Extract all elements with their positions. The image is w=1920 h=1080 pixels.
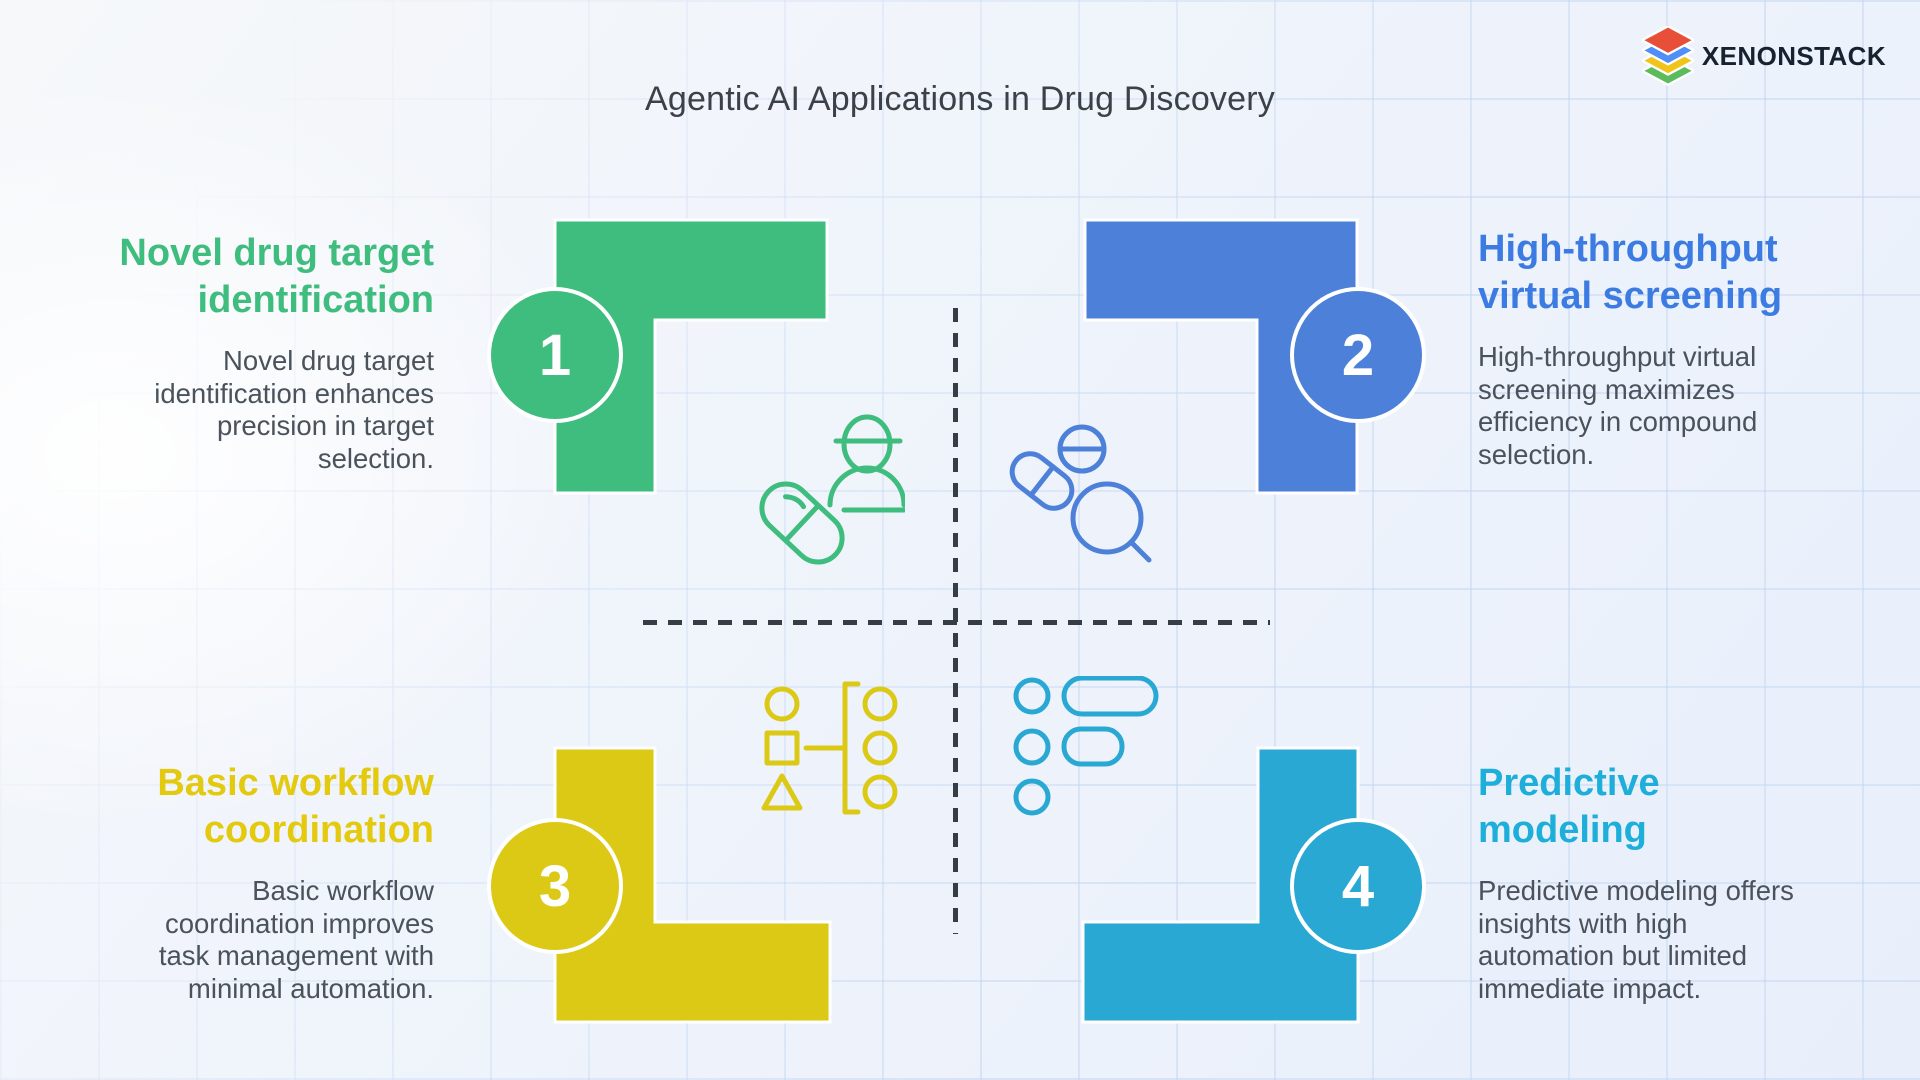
xenonstack-logo: XENONSTACK [1641, 26, 1886, 86]
quadrant-1-text: Novel drug target identification Novel d… [86, 230, 434, 475]
quadrant-1-description: Novel drug target identification enhance… [154, 345, 434, 474]
step-4-badge: 4 [1290, 818, 1426, 954]
step-4-number: 4 [1341, 853, 1375, 919]
step-2-badge: 2 [1290, 287, 1426, 423]
quadrant-3-heading: Basic workflow coordination [157, 762, 434, 852]
quadrant-2-text: High-throughput virtual screening High-t… [1478, 226, 1826, 471]
quadrant-3-text: Basic workflow coordination Basic workfl… [86, 760, 434, 1005]
vertical-dashed-divider [953, 308, 958, 934]
step-1-badge: 1 [487, 287, 623, 423]
quadrant-2-description: High-throughput virtual screening maximi… [1478, 341, 1758, 470]
page-title: Agentic AI Applications in Drug Discover… [645, 80, 1275, 118]
workflow-shapes-icon [761, 681, 898, 815]
quadrant-3-description: Basic workflow coordination improves tas… [158, 875, 434, 1004]
step-1-number: 1 [538, 322, 572, 388]
step-3-number: 3 [538, 853, 572, 919]
step-3-badge: 3 [487, 818, 623, 954]
xenonstack-logo-text: XENONSTACK [1701, 40, 1886, 71]
quadrant-2-shape [1083, 218, 1359, 495]
step-2-number: 2 [1341, 322, 1375, 388]
quadrant-1-shape [553, 218, 829, 495]
xenonstack-stack-icon [1641, 26, 1694, 86]
quadrant-2-heading: High-throughput virtual screening [1478, 228, 1783, 318]
quadrant-4-shape [1081, 746, 1360, 1024]
quadrant-4-heading: Predictive modeling [1478, 762, 1660, 852]
ranked-list-icon [1013, 676, 1159, 816]
quadrant-4-text: Predictive modeling Predictive modeling … [1478, 760, 1826, 1005]
quadrant-1-heading: Novel drug target identification [119, 232, 434, 322]
pills-magnifier-icon [1009, 424, 1152, 563]
quadrant-4-description: Predictive modeling offers insights with… [1478, 875, 1794, 1004]
quadrant-3-shape [553, 746, 832, 1024]
pill-person-icon [759, 414, 905, 565]
